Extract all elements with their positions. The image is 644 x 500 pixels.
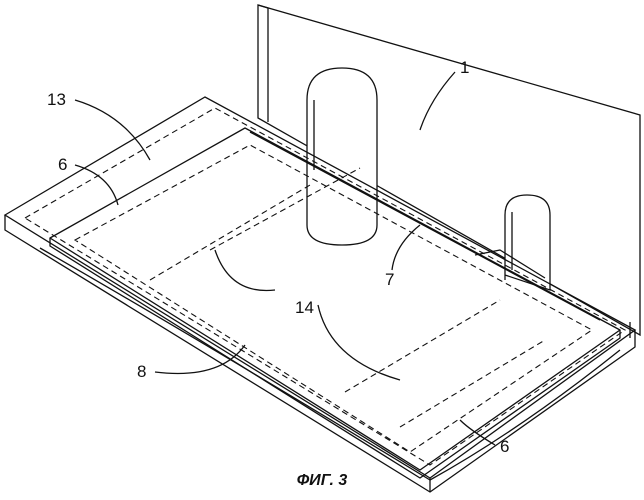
label-plate-left: 6 [58, 155, 67, 175]
label-slot-edge: 7 [385, 270, 394, 290]
label-plate-right: 6 [500, 437, 509, 457]
label-outer-frame: 13 [47, 90, 66, 110]
label-bottom-layer: 8 [137, 362, 146, 382]
label-wall: 1 [460, 58, 469, 78]
figure-caption: ФИГ. 3 [0, 472, 644, 490]
label-zones: 14 [295, 298, 314, 318]
